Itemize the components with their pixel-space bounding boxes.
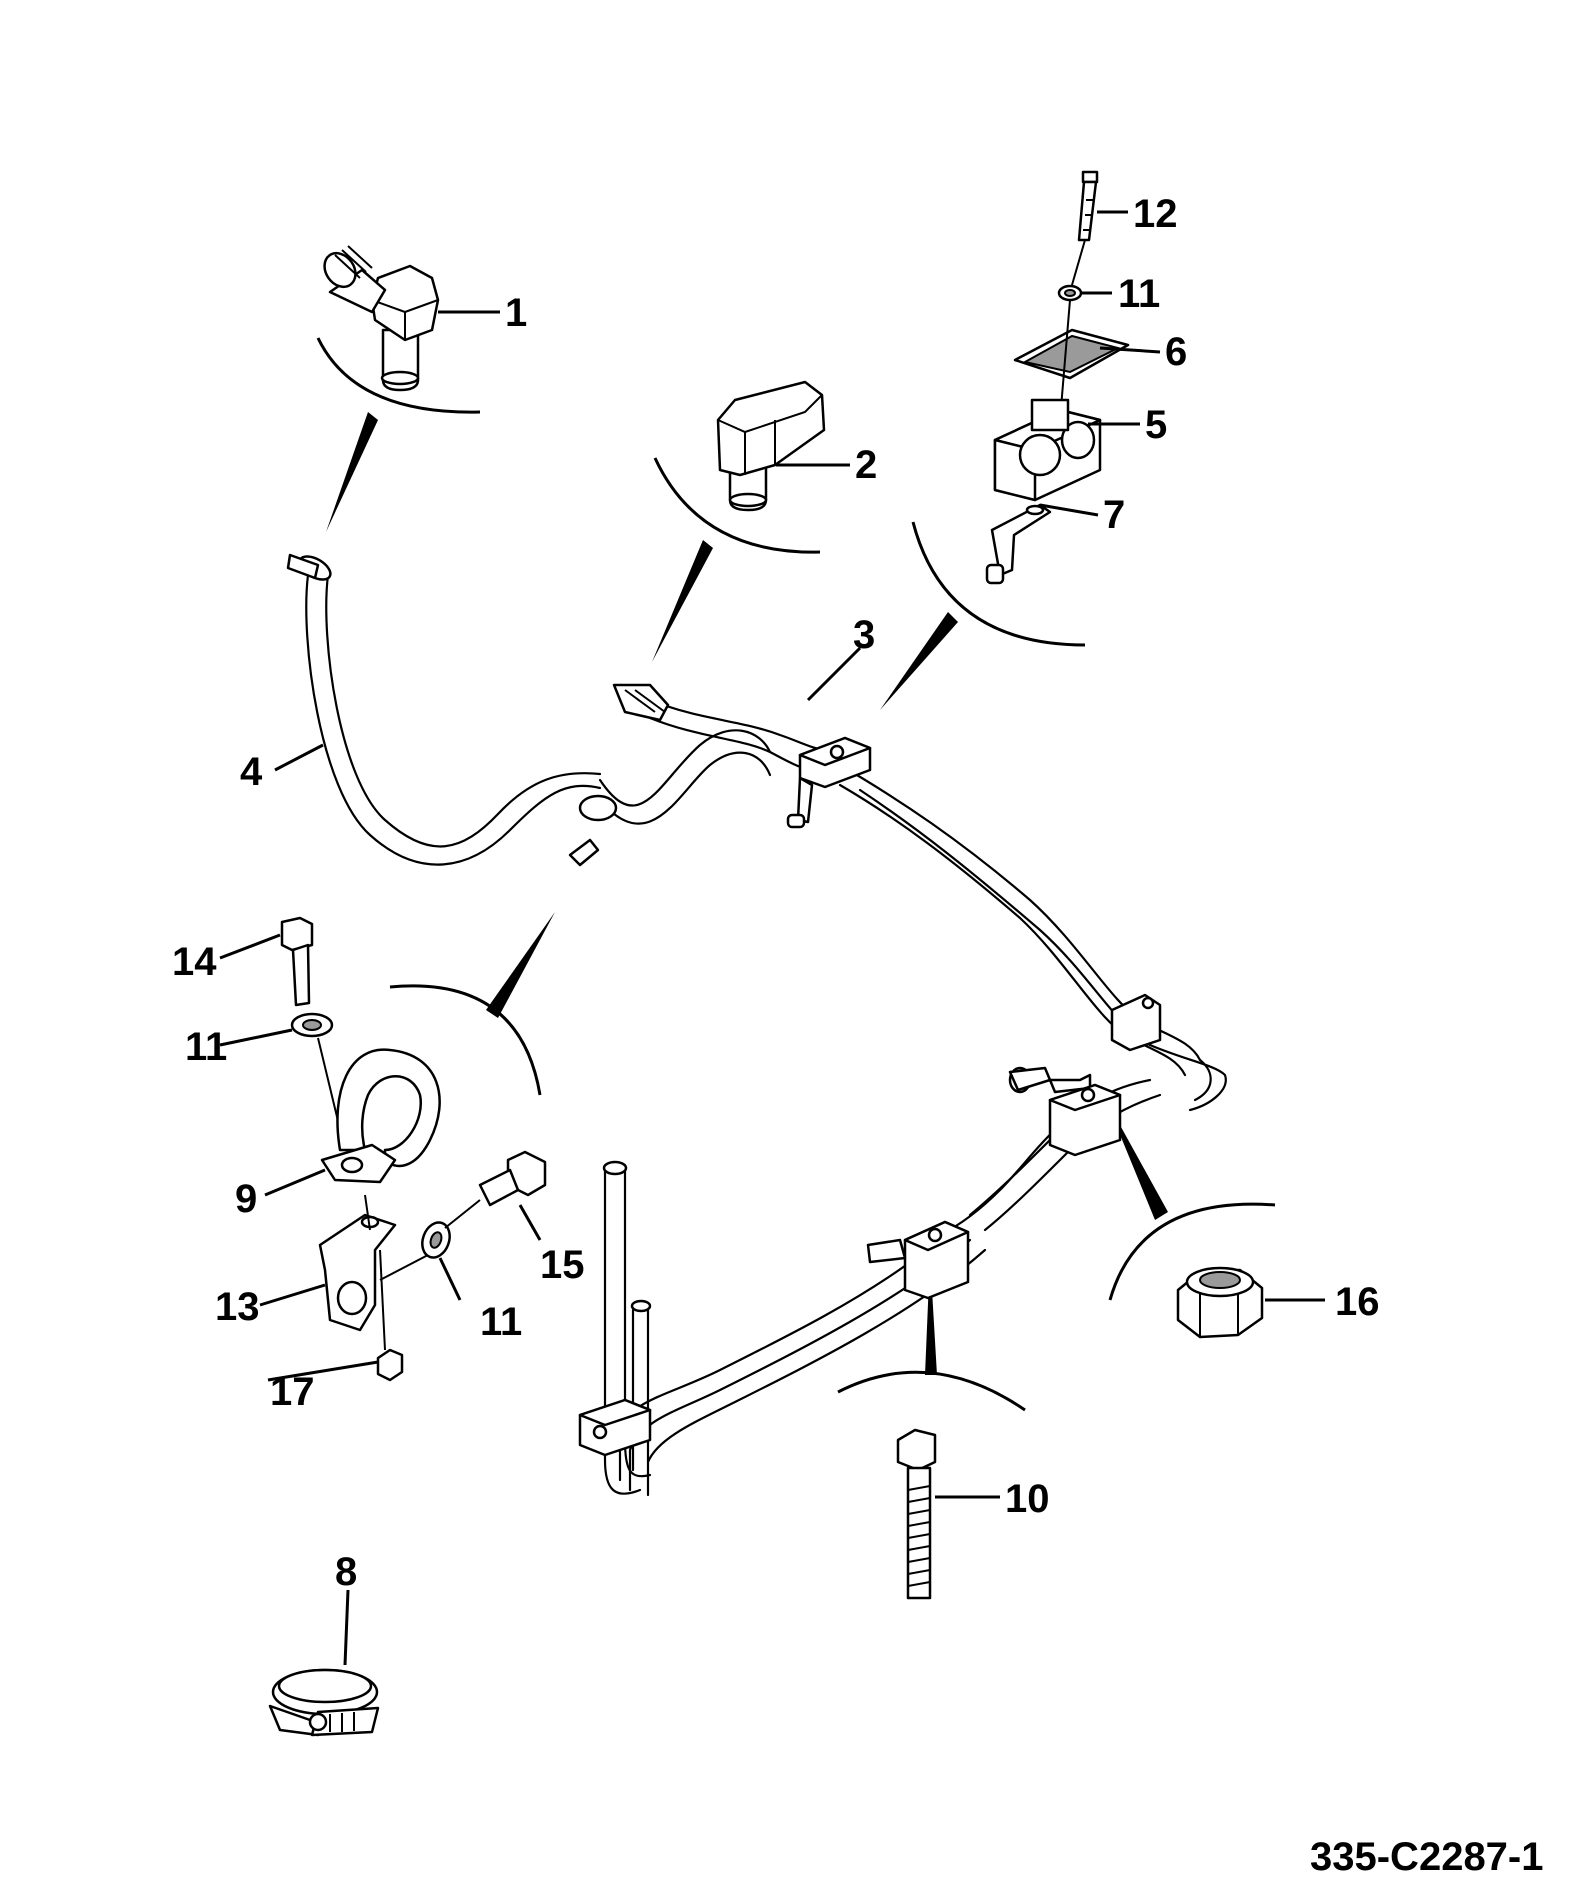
elbow-fitting-1 bbox=[323, 245, 440, 392]
pipe-clamps bbox=[578, 736, 1162, 1457]
hose-clip bbox=[568, 794, 618, 867]
callout-11-left: 11 bbox=[185, 1025, 227, 1069]
callout-1: 1 bbox=[505, 291, 527, 335]
lock-nut-16 bbox=[1176, 1266, 1264, 1339]
callout-5: 5 bbox=[1145, 403, 1167, 447]
callout-15: 15 bbox=[540, 1243, 585, 1287]
nut-17 bbox=[376, 1249, 404, 1382]
hose-4 bbox=[286, 553, 602, 866]
callout-10: 10 bbox=[1005, 1477, 1050, 1521]
callout-11-mid: 11 bbox=[480, 1300, 522, 1344]
washer-11-mid bbox=[379, 1199, 481, 1281]
p-clip-9 bbox=[320, 1048, 441, 1184]
callout-17: 17 bbox=[270, 1370, 315, 1414]
callout-3: 3 bbox=[853, 613, 875, 657]
bracket-13 bbox=[318, 1194, 397, 1332]
washer-11-left bbox=[290, 1012, 346, 1151]
pipe-assembly bbox=[602, 763, 1227, 1497]
callout-14: 14 bbox=[172, 940, 217, 984]
washer-11-top bbox=[1057, 239, 1086, 302]
callout-16: 16 bbox=[1335, 1280, 1380, 1324]
drawing-number: 335-C2287-1 bbox=[1310, 1835, 1544, 1879]
bracket-7 bbox=[985, 503, 1052, 585]
callout-6: 6 bbox=[1165, 330, 1187, 374]
callout-2: 2 bbox=[855, 443, 877, 487]
bolt-15 bbox=[478, 1150, 547, 1207]
bolt-10 bbox=[896, 1428, 937, 1600]
callout-11-top: 11 bbox=[1118, 272, 1160, 316]
hose-clip-8 bbox=[268, 1668, 380, 1737]
callout-13: 13 bbox=[215, 1285, 260, 1329]
bolt-12 bbox=[1077, 170, 1099, 242]
elbow-fitting-2 bbox=[716, 380, 826, 512]
leader-lines bbox=[219, 210, 1325, 1666]
callout-7: 7 bbox=[1103, 493, 1125, 537]
clamp-block-5 bbox=[993, 398, 1102, 502]
pointer-wedges bbox=[326, 412, 1168, 1375]
callout-8: 8 bbox=[335, 1550, 357, 1594]
callout-4: 4 bbox=[240, 750, 263, 794]
callout-12: 12 bbox=[1133, 192, 1178, 236]
bolt-14 bbox=[280, 916, 314, 1007]
callout-labels: 1 2 3 4 5 6 7 8 9 10 11 11 11 12 13 14 1… bbox=[172, 192, 1380, 1594]
callout-9: 9 bbox=[235, 1177, 257, 1221]
detail-arcs bbox=[316, 337, 1276, 1412]
